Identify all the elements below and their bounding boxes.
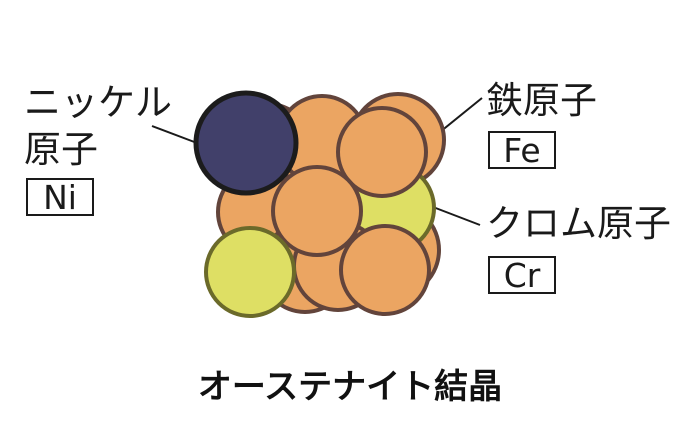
chromium-symbol-box: Cr: [488, 256, 556, 294]
diagram-caption: オーステナイト結晶: [197, 367, 503, 407]
iron-atom: [339, 224, 431, 316]
iron-atom: [271, 165, 363, 257]
iron-leader-line: [439, 97, 483, 133]
iron-symbol-box: Fe: [488, 131, 556, 169]
chromium-leader-line: [432, 206, 481, 226]
nickel-symbol-box: Ni: [26, 178, 94, 216]
iron-atom: [336, 106, 428, 198]
nickel-atom: [193, 90, 299, 196]
nickel-leader-line: [151, 125, 198, 144]
chromium-label: クロム原子: [486, 202, 671, 245]
chromium-atom: [204, 226, 296, 318]
nickel-label-line1: ニッケル: [24, 81, 172, 124]
nickel-label-line2: 原子: [24, 128, 98, 171]
iron-label: 鉄原子: [486, 79, 597, 122]
